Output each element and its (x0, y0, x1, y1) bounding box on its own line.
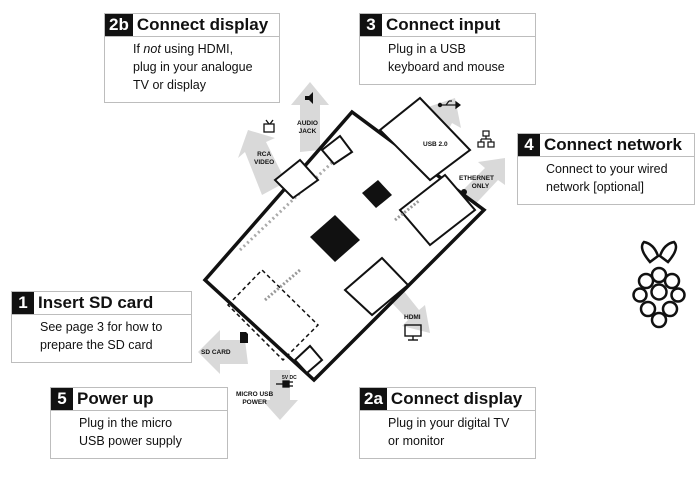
plug-icon (276, 380, 293, 388)
step-description: See page 3 for how to prepare the SD car… (40, 320, 163, 352)
step-number: 1 (12, 292, 34, 314)
box-header: 2b Connect display (105, 14, 279, 37)
usb-label: USB 2.0 (423, 141, 448, 148)
step-number: 2b (105, 14, 133, 36)
step-title: Power up (77, 389, 154, 408)
step-title: Insert SD card (38, 293, 154, 312)
step-title: Connect display (136, 15, 269, 34)
sd-card-arrow (198, 330, 248, 374)
rca-arrow (238, 130, 286, 195)
box-header: 5 Power up (51, 388, 227, 411)
step-title: Connect network (544, 135, 682, 154)
ethernet-dot-icon (461, 189, 467, 195)
audio-arrow (291, 82, 329, 152)
box-header: 2a Connect display (360, 388, 535, 411)
sd-card-icon (240, 332, 248, 343)
connect-network-box: 4 Connect network Connect to your wired … (517, 133, 695, 205)
connect-input-box: 3 Connect input Plug in a USB keyboard a… (359, 13, 536, 85)
insert-sd-card-box: 1 Insert SD card See page 3 for how to p… (11, 291, 192, 363)
step-number: 3 (360, 14, 382, 36)
step-number: 2a (360, 388, 387, 410)
step-title: Connect display (390, 389, 523, 408)
connect-display-digital-box: 2a Connect display Plug in your digital … (359, 387, 536, 459)
raspberry-pi-board (202, 96, 487, 383)
step-number: 4 (518, 134, 540, 156)
step-description: Connect to your wired network [optional] (546, 162, 668, 194)
box-header: 1 Insert SD card (12, 292, 191, 315)
step-description: Plug in the micro USB power supply (79, 416, 182, 448)
hdmi-label: HDMI (404, 314, 421, 321)
box-header: 3 Connect input (360, 14, 535, 37)
speaker-icon (305, 92, 313, 104)
step-description: Plug in a USB keyboard and mouse (388, 42, 505, 74)
tv-icon (263, 119, 275, 133)
sd-card-label: SD CARD (201, 349, 231, 356)
step-number: 5 (51, 388, 73, 410)
monitor-icon (404, 324, 422, 341)
step-title: Connect input (386, 15, 501, 34)
connect-display-analogue-box: 2b Connect display If not using HDMI, pl… (104, 13, 280, 103)
step-description: Plug in your digital TV or monitor (388, 416, 510, 448)
step-description: If not using HDMI, plug in your analogue… (133, 42, 253, 92)
usb-icon (437, 100, 461, 110)
power-5v-label: 5V DC (282, 375, 297, 381)
box-header: 4 Connect network (518, 134, 694, 157)
power-up-box: 5 Power up Plug in the micro USB power s… (50, 387, 228, 459)
raspberry-logo (632, 240, 686, 329)
network-icon (477, 130, 495, 148)
